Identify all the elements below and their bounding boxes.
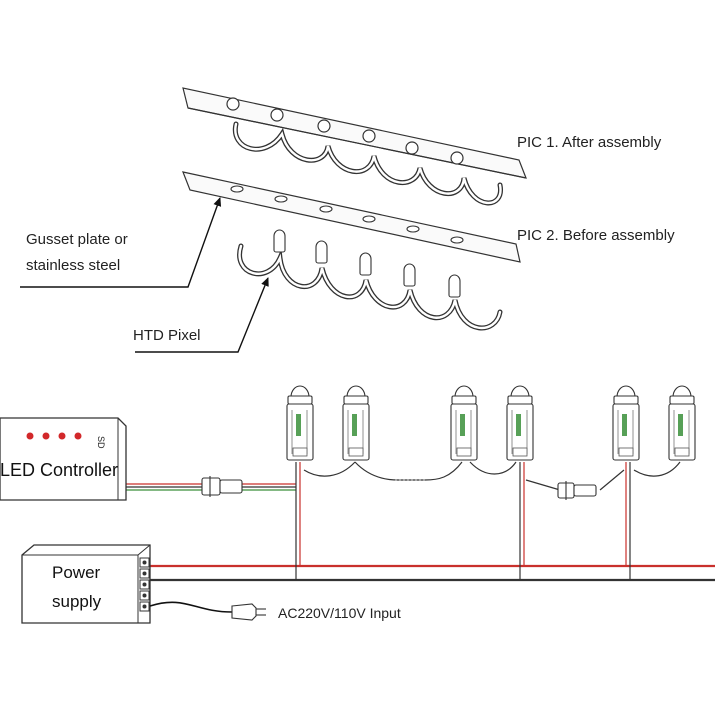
led-pixel-icon bbox=[286, 385, 314, 461]
power-supply-label-line2: supply bbox=[52, 592, 102, 611]
led-pixel-icon bbox=[450, 385, 478, 461]
led-pixel-row bbox=[286, 385, 696, 461]
led-pixel-icon bbox=[506, 385, 534, 461]
arrow-icon bbox=[20, 197, 222, 288]
pic1-label: PIC 1. After assembly bbox=[517, 134, 662, 151]
pic1-assembled-strip bbox=[182, 87, 527, 206]
pic2-loose-pixels bbox=[237, 229, 503, 331]
signal-wire bbox=[126, 483, 296, 491]
connector-plug-icon bbox=[201, 476, 243, 497]
gusset-label-line1: Gusset plate or bbox=[26, 231, 128, 248]
ac-input-label: AC220V/110V Input bbox=[278, 605, 401, 621]
arrow-icon bbox=[135, 277, 269, 353]
led-pixel-icon bbox=[668, 385, 696, 461]
htd-pixel-label: HTD Pixel bbox=[133, 327, 201, 344]
led-controller-label: LED Controller bbox=[0, 460, 119, 480]
power-supply bbox=[21, 544, 151, 624]
gusset-label-line2: stainless steel bbox=[26, 257, 121, 274]
led-pixel-icon bbox=[342, 385, 370, 461]
connector-plug-icon bbox=[557, 481, 597, 500]
power-supply-label-line1: Power bbox=[52, 563, 101, 582]
pic2-label: PIC 2. Before assembly bbox=[517, 227, 675, 244]
led-controller bbox=[0, 417, 127, 501]
pic2-plate bbox=[182, 171, 521, 263]
ac-plug-icon bbox=[231, 603, 266, 621]
sd-label: SD bbox=[96, 436, 106, 449]
led-pixel-icon bbox=[612, 385, 640, 461]
